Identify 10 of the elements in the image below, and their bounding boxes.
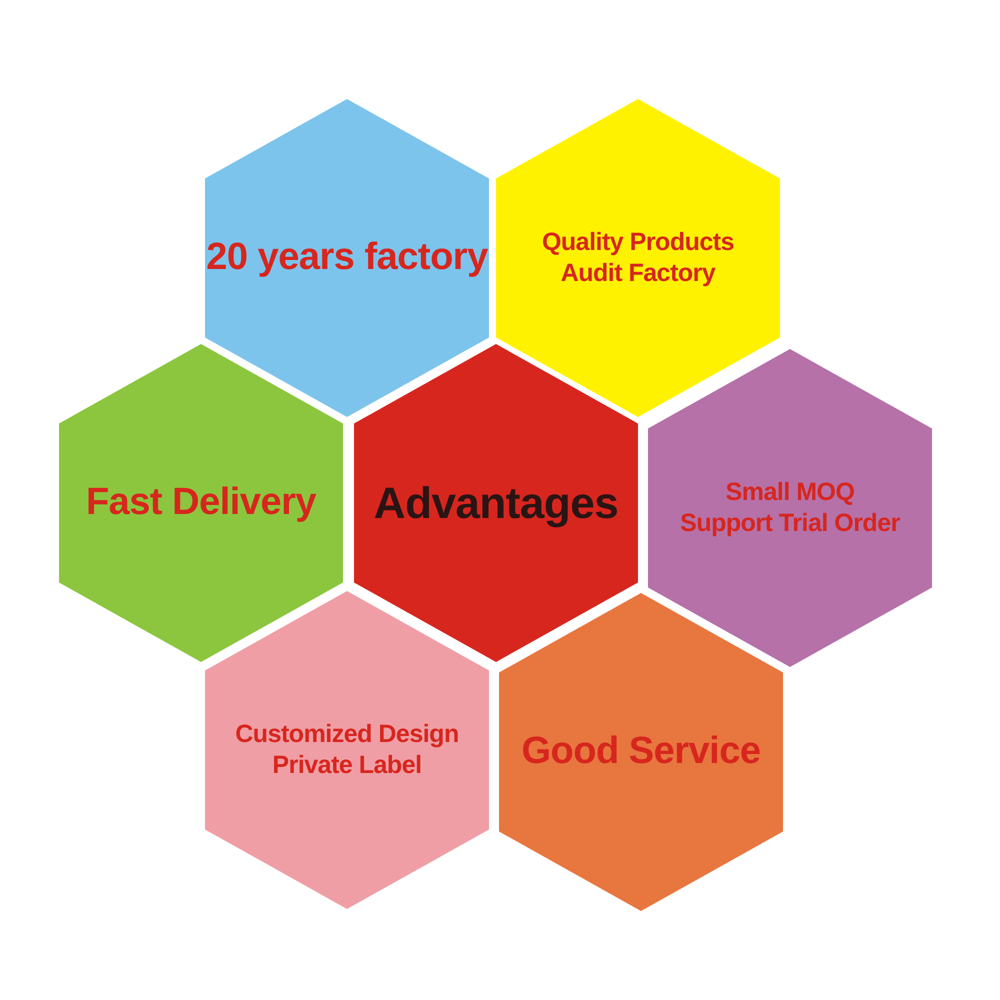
hexagon-label: Quality Products	[542, 226, 734, 258]
hexagon-label: Customized Design	[235, 718, 459, 750]
hexagon-label: Small MOQ	[726, 476, 854, 508]
hexagon-label: Good Service	[522, 729, 760, 774]
hexagon-label: Support Trial Order	[680, 508, 900, 539]
hexagon-title: Advantages	[374, 478, 618, 530]
hexagon-label: Private Label	[272, 750, 422, 781]
hexagon-label: Fast Delivery	[86, 480, 316, 526]
hexagon-label: Audit Factory	[560, 258, 716, 289]
hexagon-label: 20 years factory	[206, 235, 488, 280]
